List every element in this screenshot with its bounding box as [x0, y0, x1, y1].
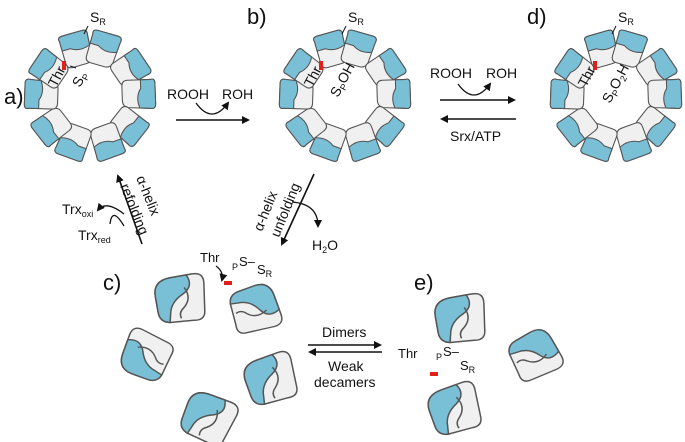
- curved-arrow-trx-in: [109, 214, 125, 227]
- c-thr-label: Thr: [200, 250, 220, 265]
- b-thr-marker: [319, 61, 323, 70]
- curved-arrow-a-to-b: [195, 101, 230, 115]
- dimer-c-1: [151, 271, 211, 328]
- decamer-b: [278, 28, 412, 163]
- panel-label-e: e): [414, 270, 434, 295]
- dimer-e-2: [502, 324, 567, 388]
- bd-reactant: ROOH: [430, 65, 472, 81]
- trx-oxi: Trxoxi: [62, 201, 93, 219]
- dimer-e-labels: Thr P S– SR: [398, 344, 476, 376]
- a-sr-label: SR: [90, 9, 106, 27]
- panel-label-c: c): [103, 270, 121, 295]
- trx-red: Trxred: [78, 227, 111, 245]
- d-thr-marker: [593, 61, 597, 70]
- decamer-subunit-4: [376, 78, 412, 111]
- db-label: Srx/ATP: [450, 128, 501, 144]
- panel-label-d: d): [527, 4, 547, 29]
- ec-line2: decamers: [314, 374, 375, 390]
- reaction-a-to-b: ROOH ROH: [167, 86, 253, 124]
- bd-product: ROH: [486, 65, 517, 81]
- dimer-c-5: [176, 387, 242, 442]
- dimer-e-3: [423, 378, 488, 441]
- dimer-e-1: [431, 291, 491, 348]
- ce-top: Dimers: [322, 324, 366, 340]
- e-thr-marker: [430, 372, 438, 376]
- c-s-dash: S–: [239, 254, 256, 269]
- b-sr-label: SR: [348, 9, 364, 27]
- curved-arrow-b-to-d: [457, 82, 492, 96]
- e-p-prefix: P: [436, 352, 442, 362]
- reaction-c-e: Dimers Weak decamers: [308, 324, 382, 390]
- d-spo2h-label: SPO2H: [599, 61, 634, 106]
- curved-arrow-water: [291, 201, 322, 228]
- curved-arrow-trx: [96, 202, 125, 215]
- e-s-r: SR: [460, 358, 476, 375]
- reaction-b-to-c: α-helix unfolding H2O: [250, 173, 338, 255]
- dimers-e: [423, 291, 567, 441]
- bc-product: H2O: [312, 237, 338, 255]
- dimer-c-4: [239, 348, 304, 411]
- c-s-r: SR: [257, 262, 273, 279]
- ab-product: ROH: [222, 86, 253, 102]
- c-p-prefix: P: [232, 262, 238, 272]
- dimers-c: [116, 271, 304, 442]
- reaction-c-to-a: α-helix refolding Trxoxi Trxred: [62, 173, 164, 245]
- arrow-c-to-a: [116, 174, 143, 245]
- ec-line1: Weak: [328, 358, 365, 374]
- panel-label-a: a): [4, 84, 24, 109]
- decamer-a: [23, 28, 157, 163]
- reaction-b-d: ROOH ROH Srx/ATP: [430, 65, 517, 144]
- arrow-b-to-c: [280, 173, 315, 246]
- decamer-subunit-4: [121, 78, 157, 111]
- dimer-c-3: [116, 325, 178, 386]
- d-sr-label: SR: [618, 9, 634, 27]
- c-thr-marker: [224, 281, 232, 285]
- panel-label-b: b): [247, 4, 267, 29]
- e-thr-label: Thr: [398, 346, 418, 361]
- e-s-dash: S–: [443, 344, 460, 359]
- a-sp-label: SP: [69, 68, 92, 90]
- a-thr-marker: [62, 61, 66, 70]
- ab-reactant: ROOH: [167, 86, 209, 102]
- dimer-c-labels: Thr P S– SR: [200, 250, 273, 285]
- dimer-c-2: [224, 279, 285, 340]
- decamer-subunit-4: [647, 78, 683, 111]
